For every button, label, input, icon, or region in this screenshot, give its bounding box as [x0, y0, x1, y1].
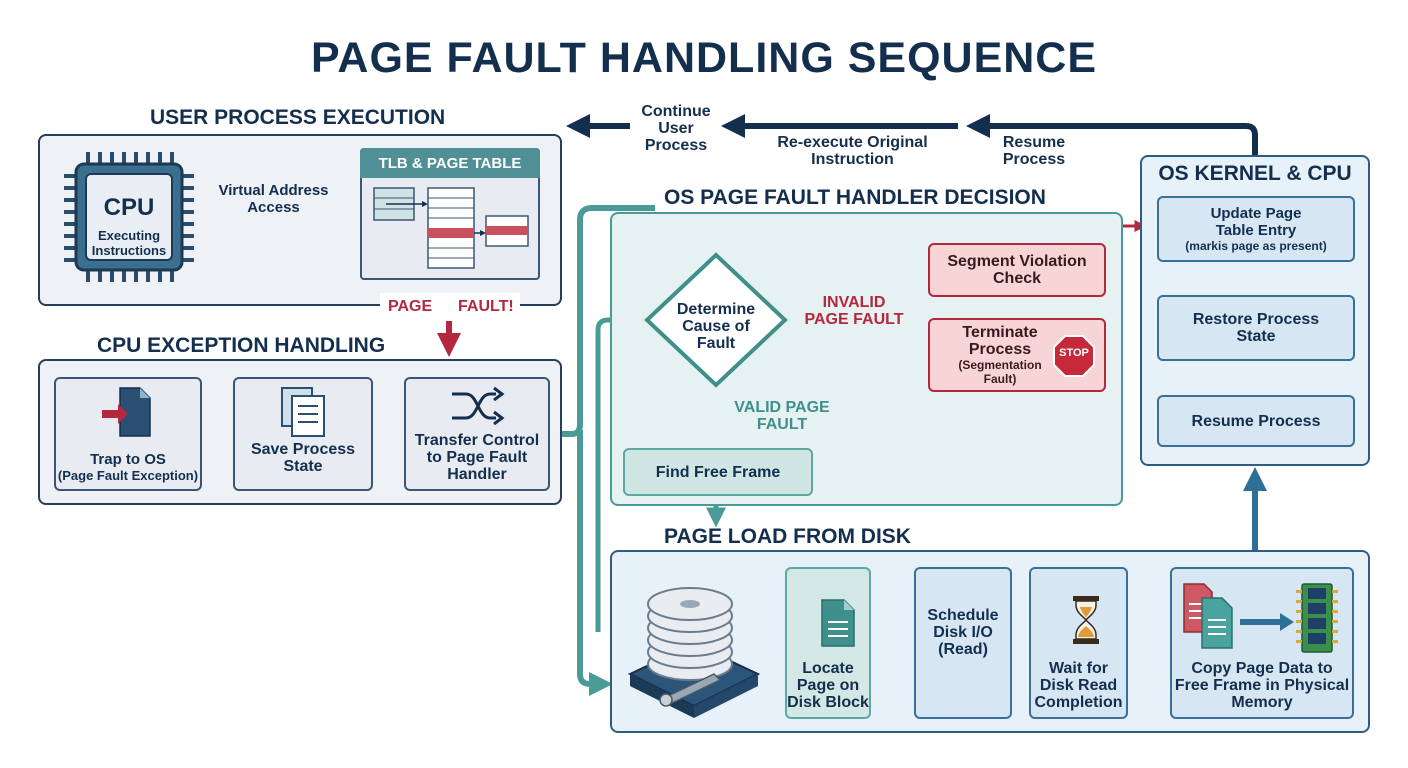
transfer-control-step: Transfer Control to Page Fault Handler: [404, 377, 550, 491]
transfer-control-label: Transfer Control to Page Fault Handler: [414, 432, 540, 483]
section-title-cpu-exception: CPU EXCEPTION HANDLING: [97, 334, 386, 357]
handler-branch-arrow: [550, 205, 660, 437]
disk-block-document-icon: [818, 598, 858, 648]
invalid-fault-label: INVALID PAGE FAULT: [800, 294, 908, 328]
disk-branch-arrow: [577, 430, 613, 696]
terminate-label: Terminate Process: [962, 324, 1038, 358]
schedule-io-step: Schedule Disk I/O (Read): [914, 567, 1012, 719]
section-title-user: USER PROCESS EXECUTION: [150, 106, 446, 129]
locate-page-label: Locate Page on Disk Block: [787, 660, 869, 711]
page-fault-label-1: PAGE: [388, 298, 433, 315]
save-documents-icon: [276, 384, 332, 440]
update-pte-sub: (markis page as present): [1185, 238, 1327, 253]
save-state-label: Save Process State: [250, 441, 356, 475]
resume-process-label: Resume Process: [1191, 412, 1321, 430]
find-free-frame-label: Find Free Frame: [655, 463, 781, 481]
trap-to-os-label: Trap to OS: [90, 451, 166, 468]
decision-label: Determine Cause of Fault: [676, 301, 756, 352]
trap-to-os-sub: (Page Fault Exception): [57, 468, 199, 483]
section-title-kernel: OS KERNEL & CPU: [1158, 162, 1352, 185]
terminate-sub: (Segmentation Fault): [958, 358, 1042, 386]
trap-document-icon: [100, 384, 156, 440]
shuffle-icon: [448, 384, 506, 428]
cpu-label: CPU: [103, 194, 155, 221]
wait-read-step: Wait for Disk Read Completion: [1029, 567, 1128, 719]
hard-disk-icon: [624, 574, 764, 720]
stop-sign-text: STOP: [1059, 347, 1089, 359]
page-table-icon: [370, 184, 532, 272]
section-title-page-load: PAGE LOAD FROM DISK: [664, 525, 911, 548]
diagram-title: PAGE FAULT HANDLING SEQUENCE: [310, 34, 1098, 82]
segment-check-label: Segment Violation Check: [947, 253, 1087, 287]
update-pte-step: Update Page Table Entry (markis page as …: [1157, 196, 1355, 262]
handler-title-bg: [655, 183, 1075, 211]
valid-fault-label: VALID PAGE FAULT: [734, 399, 830, 433]
reexecute-label: Re-execute Original Instruction: [777, 134, 928, 168]
continue-label: Continue User Process: [641, 103, 711, 154]
page-fault-label-bg: [380, 293, 520, 321]
decision-diamond: [644, 252, 788, 388]
tlb-header-bar: [360, 148, 540, 178]
segment-check-step: Segment Violation Check: [928, 243, 1106, 297]
find-free-frame-step: Find Free Frame: [623, 448, 813, 496]
resume-top-label: Resume Process: [1002, 134, 1066, 168]
section-title-os-handler: OS PAGE FAULT HANDLER DECISION: [664, 186, 1046, 209]
tlb-label: TLB & PAGE TABLE: [378, 155, 522, 172]
virtual-address-label: Virtual Address Access: [218, 182, 329, 216]
resume-process-step: Resume Process: [1157, 395, 1355, 447]
copy-page-label: Copy Page Data to Free Frame in Physical…: [1174, 660, 1350, 711]
stop-sign-icon: [1052, 334, 1096, 378]
restore-state-step: Restore Process State: [1157, 295, 1355, 361]
update-pte-label: Update Page Table Entry: [1210, 204, 1302, 239]
terminate-step: Terminate Process (Segmentation Fault): [928, 318, 1106, 392]
hourglass-icon: [1072, 595, 1100, 645]
restore-state-label: Restore Process State: [1192, 311, 1320, 345]
cpu-sub-label: Executing Instructions: [91, 228, 167, 258]
cpu-chip-icon: [62, 150, 196, 284]
schedule-io-label: Schedule Disk I/O (Read): [927, 607, 999, 658]
page-fault-label-2: FAULT!: [458, 298, 514, 315]
wait-read-label: Wait for Disk Read Completion: [1034, 660, 1123, 711]
copy-to-memory-icon: [1180, 580, 1350, 656]
return-path-arrow: [966, 114, 1258, 155]
decision-entry-arrow: [595, 310, 638, 632]
